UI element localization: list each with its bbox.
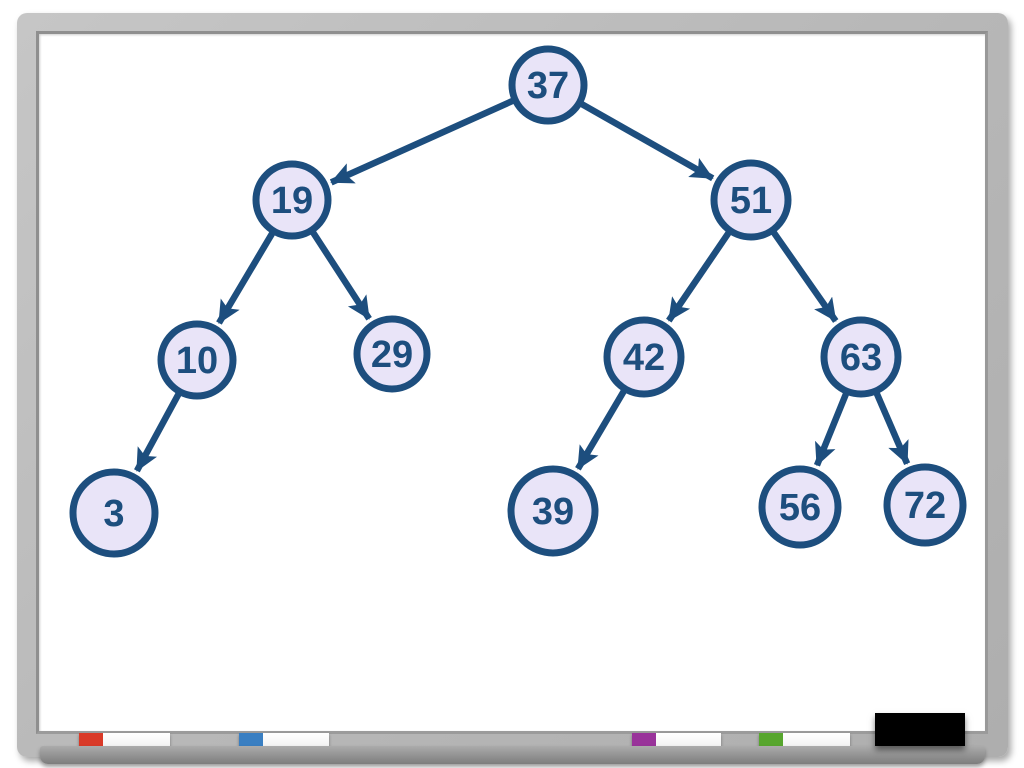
eraser	[875, 713, 965, 746]
red-marker-body	[103, 733, 170, 747]
marker-tray	[40, 746, 985, 764]
purple-marker-cap	[632, 733, 656, 747]
red-marker-cap	[79, 733, 103, 747]
red-marker	[79, 733, 170, 747]
blue-marker-cap	[239, 733, 263, 747]
blue-marker-body	[263, 733, 329, 747]
green-marker-cap	[759, 733, 783, 747]
green-marker	[759, 733, 850, 747]
purple-marker	[632, 733, 721, 747]
blue-marker	[239, 733, 329, 747]
green-marker-body	[783, 733, 850, 747]
purple-marker-body	[656, 733, 721, 747]
whiteboard-surface	[36, 31, 988, 734]
